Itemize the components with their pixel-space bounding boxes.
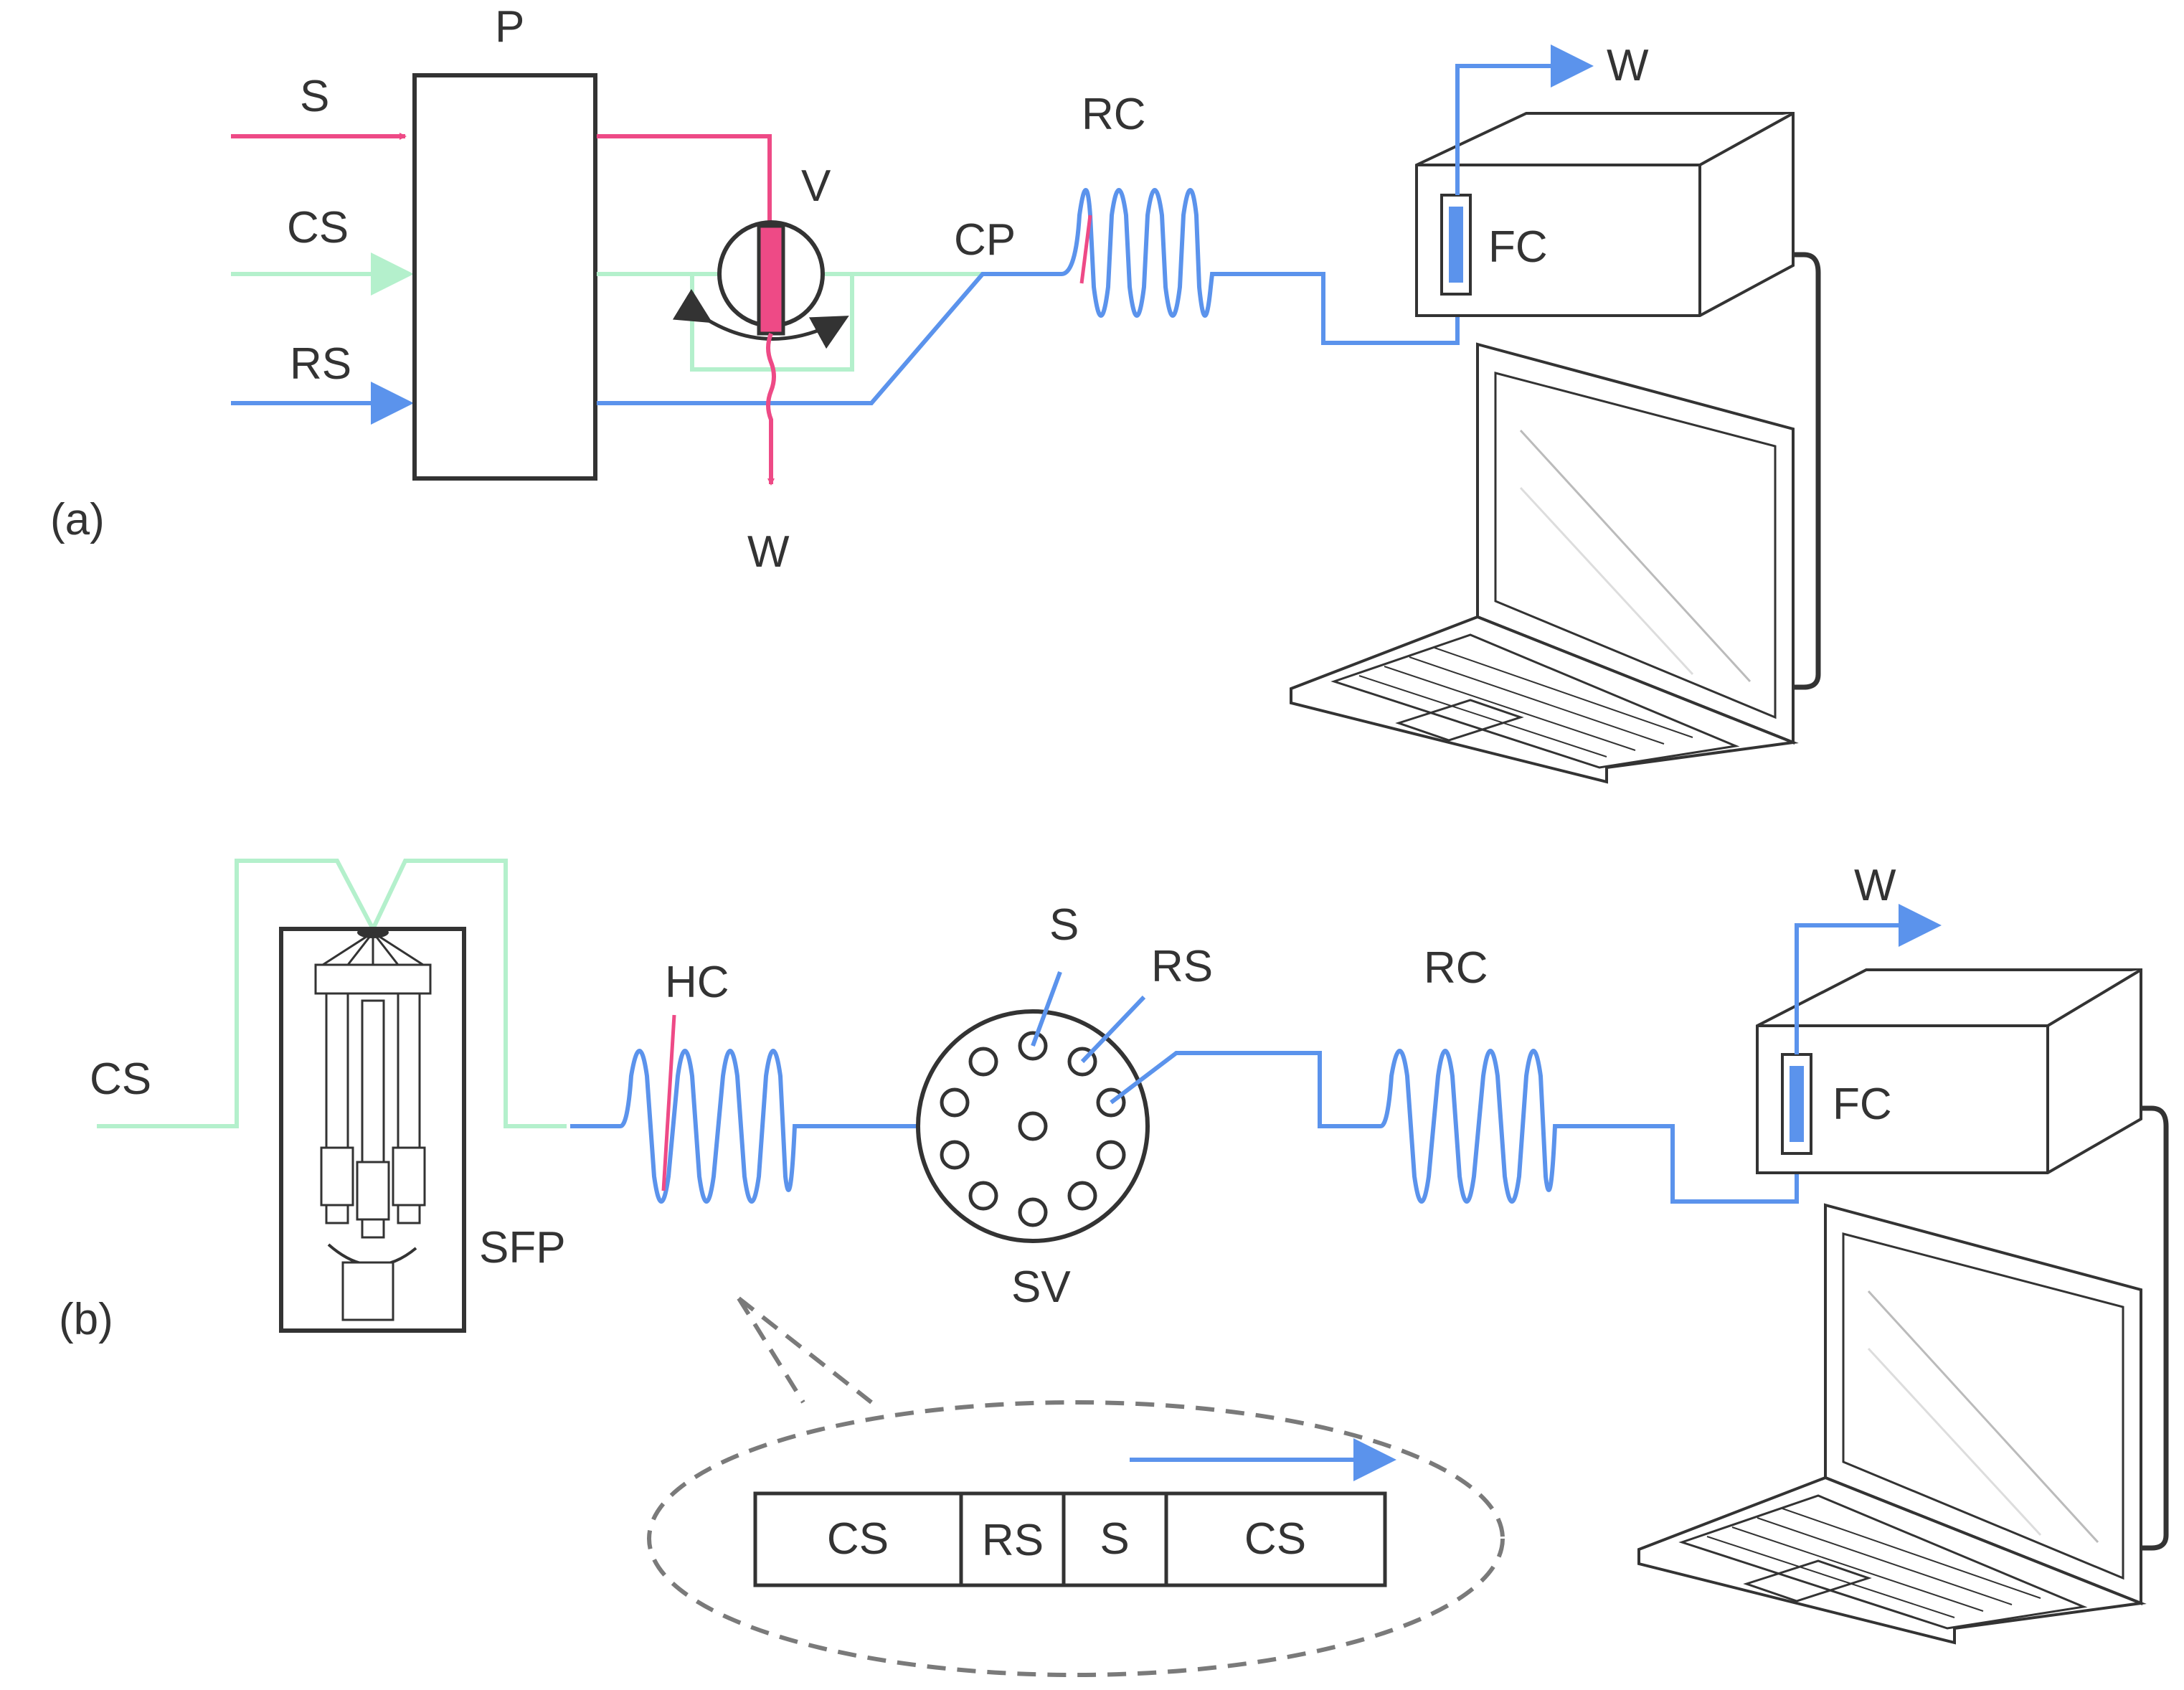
callout-pointer-left xyxy=(737,1297,805,1404)
pump-label: P xyxy=(495,2,524,52)
detector-box-icon-b xyxy=(1756,968,2142,1174)
detector-waste-label-a: W xyxy=(1607,41,1649,90)
port-s-label: S xyxy=(1049,900,1079,950)
valve-label: V xyxy=(801,161,831,211)
zone-stack: CS RS S CS xyxy=(753,1491,1387,1587)
panel-a: (a) S CS RS P V W CP RC xyxy=(50,2,1821,784)
callout-ellipse xyxy=(647,1400,1505,1677)
port-rs-line xyxy=(1080,995,1146,1064)
flow-cell-label-a: FC xyxy=(1488,222,1548,272)
detector-waste-line-b xyxy=(1795,904,1942,1054)
confluence-label: CP xyxy=(954,215,1016,265)
reaction-coil-label-b: RC xyxy=(1424,943,1488,993)
zone-carrier-left xyxy=(753,1491,963,1587)
inlet-rs-label: RS xyxy=(290,339,351,389)
syringe-pump-icon xyxy=(279,927,466,1333)
panel-a-label: (a) xyxy=(50,495,105,544)
detector-box-icon xyxy=(1415,112,1795,317)
callout-pointer-right xyxy=(737,1296,873,1405)
valve-waste-label: W xyxy=(747,527,790,577)
holding-coil-label: HC xyxy=(665,958,729,1007)
inlet-cs-label: CS xyxy=(287,203,349,252)
pump-label-b: SFP xyxy=(479,1223,566,1273)
selection-valve-label: SV xyxy=(1011,1262,1071,1312)
data-cable-b xyxy=(2134,1105,2169,1551)
zone-label: CS xyxy=(827,1514,889,1564)
reaction-coil-label-a: RC xyxy=(1082,90,1146,139)
laptop-icon-b xyxy=(1637,1203,2147,1645)
rotary-valve-icon xyxy=(672,220,849,349)
zone-carrier-right xyxy=(1164,1491,1387,1587)
zone-label: S xyxy=(1100,1514,1129,1564)
detector-waste-label-b: W xyxy=(1854,861,1896,910)
reaction-coil-a xyxy=(1036,188,1460,345)
sample-zone-in-coil-a xyxy=(1079,214,1092,284)
laptop-icon xyxy=(1290,342,1799,784)
flow-cell-label-b: FC xyxy=(1833,1080,1892,1129)
panel-b: (b) CS SFP HC xyxy=(59,859,2169,1677)
reagent-outlet-line xyxy=(597,272,1036,405)
data-cable-a xyxy=(1786,252,1821,690)
zone-reagent xyxy=(959,1491,1066,1587)
zone-label: CS xyxy=(1244,1514,1306,1564)
valve-waste-line xyxy=(766,332,776,486)
port-rs-label: RS xyxy=(1151,942,1213,991)
carrier-label-b: CS xyxy=(90,1054,151,1104)
panel-b-label: (b) xyxy=(59,1295,113,1344)
zone-label: RS xyxy=(982,1516,1044,1565)
port-s-line xyxy=(1031,971,1062,1047)
sample-zone-in-coil-b xyxy=(661,1014,676,1191)
reaction-coil-b xyxy=(1110,1049,1799,1204)
holding-coil xyxy=(570,1049,1033,1204)
selection-valve-icon xyxy=(916,1009,1150,1243)
inlet-s-label: S xyxy=(300,72,329,121)
detector-waste-line-a xyxy=(1455,44,1594,195)
pump-box xyxy=(412,73,597,481)
